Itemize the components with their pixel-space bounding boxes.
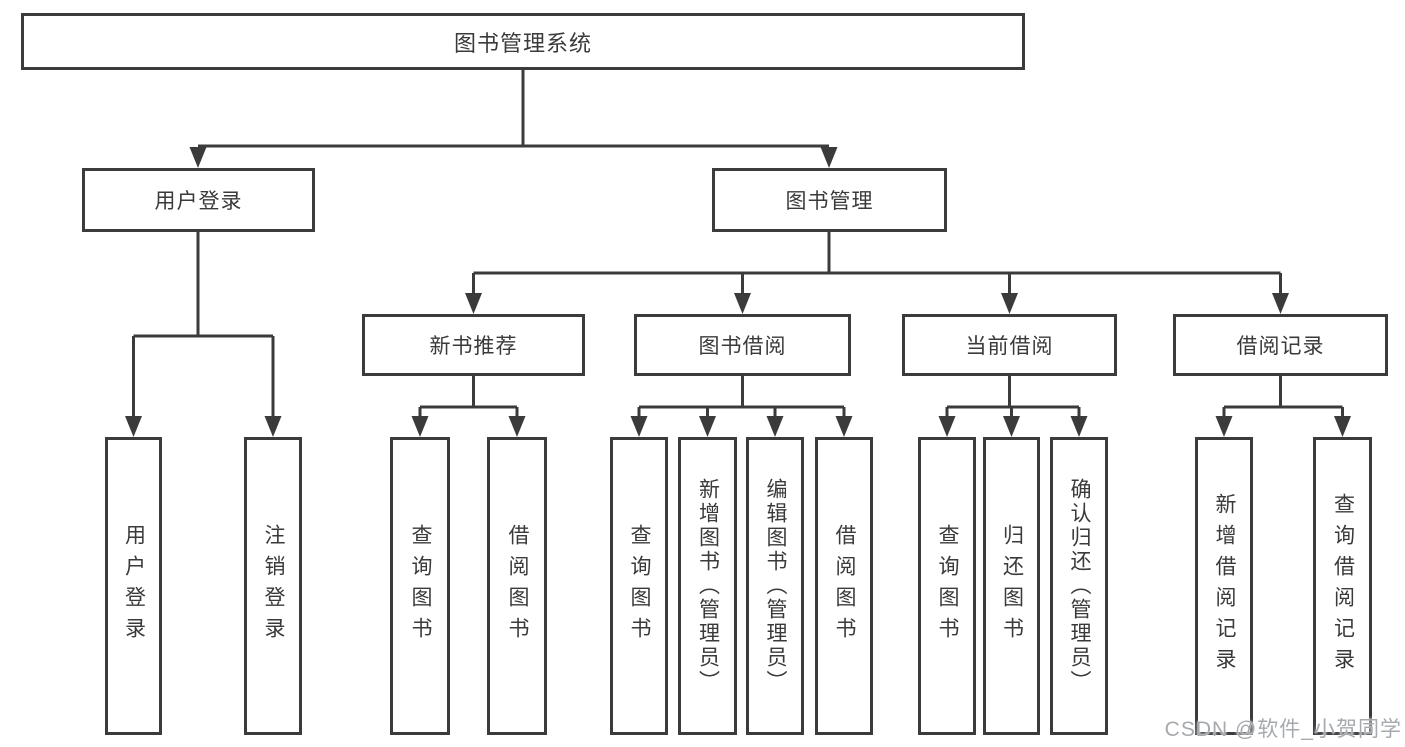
leaf-borrow-books-2: 借阅图书 (815, 437, 873, 735)
leaf-add-borrow-record: 新增借阅记录 (1195, 437, 1253, 735)
arrowhead-icon (630, 416, 648, 437)
node-label: 用户登录 (122, 524, 146, 648)
arrowhead-icon (820, 147, 838, 168)
node-label: 新书推荐 (429, 335, 518, 358)
arrowhead-icon (766, 416, 784, 437)
leaf-query-books-1: 查询图书 (390, 437, 450, 735)
node-label: 当前借阅 (965, 335, 1054, 358)
node-label: 查询借阅记录 (1331, 493, 1355, 679)
leaf-user-login: 用户登录 (105, 437, 162, 735)
node-label: 查询图书 (628, 524, 651, 648)
node-label: 编辑图书（管理员） (764, 478, 787, 694)
leaf-query-books-3: 查询图书 (918, 437, 976, 735)
node-book-management: 图书管理 (712, 168, 947, 232)
leaf-add-book-admin: 新增图书（管理员） (678, 437, 737, 735)
leaf-borrow-books-1: 借阅图书 (487, 437, 547, 735)
node-new-book-recommend: 新书推荐 (362, 314, 585, 376)
node-label: 用户登录 (154, 190, 243, 213)
node-borrowing-records: 借阅记录 (1173, 314, 1388, 376)
arrowhead-icon (508, 416, 526, 437)
leaf-edit-book-admin: 编辑图书（管理员） (746, 437, 804, 735)
arrowheads (125, 147, 1351, 437)
node-label: 查询图书 (936, 524, 959, 648)
arrowhead-icon (264, 416, 282, 437)
arrowhead-icon (1215, 416, 1233, 437)
node-label: 新增借阅记录 (1213, 493, 1236, 679)
leaf-return-book: 归还图书 (983, 437, 1040, 735)
node-label: 确认归还（管理员） (1068, 478, 1091, 694)
leaf-confirm-return-admin: 确认归还（管理员） (1050, 437, 1108, 735)
node-label: 图书借阅 (698, 335, 787, 358)
node-label: 图书管理 (785, 190, 874, 213)
leaf-query-borrow-record: 查询借阅记录 (1313, 437, 1372, 735)
node-label: 新增图书（管理员） (696, 478, 720, 694)
arrowhead-icon (465, 293, 482, 314)
node-book-borrowing: 图书借阅 (634, 314, 851, 376)
arrowhead-icon (1070, 416, 1088, 437)
arrowhead-icon (835, 416, 853, 437)
node-current-borrowing: 当前借阅 (902, 314, 1117, 376)
node-label: 借阅图书 (506, 524, 529, 648)
node-label: 查询图书 (409, 524, 432, 648)
node-label: 借阅图书 (833, 524, 856, 648)
leaf-logout: 注销登录 (244, 437, 302, 735)
arrowhead-icon (699, 416, 716, 437)
arrowhead-icon (189, 147, 207, 168)
node-user-login: 用户登录 (82, 168, 315, 232)
arrowhead-icon (1003, 416, 1020, 437)
arrowhead-icon (1001, 293, 1018, 314)
arrowhead-icon (938, 416, 956, 437)
node-label: 借阅记录 (1236, 335, 1325, 358)
node-root-library-system: 图书管理系统 (21, 13, 1025, 70)
node-label: 图书管理系统 (453, 30, 592, 56)
arrowhead-icon (125, 416, 142, 437)
node-label: 注销登录 (262, 524, 285, 648)
arrowhead-icon (1334, 416, 1351, 437)
leaf-query-books-2: 查询图书 (610, 437, 668, 735)
arrowhead-icon (734, 293, 751, 314)
csdn-watermark: CSDN @软件_小贺同学 (1164, 718, 1402, 741)
node-label: 归还图书 (1000, 524, 1024, 648)
arrowhead-icon (411, 416, 429, 437)
arrowhead-icon (1272, 293, 1289, 314)
connector-lines (132, 70, 1344, 420)
